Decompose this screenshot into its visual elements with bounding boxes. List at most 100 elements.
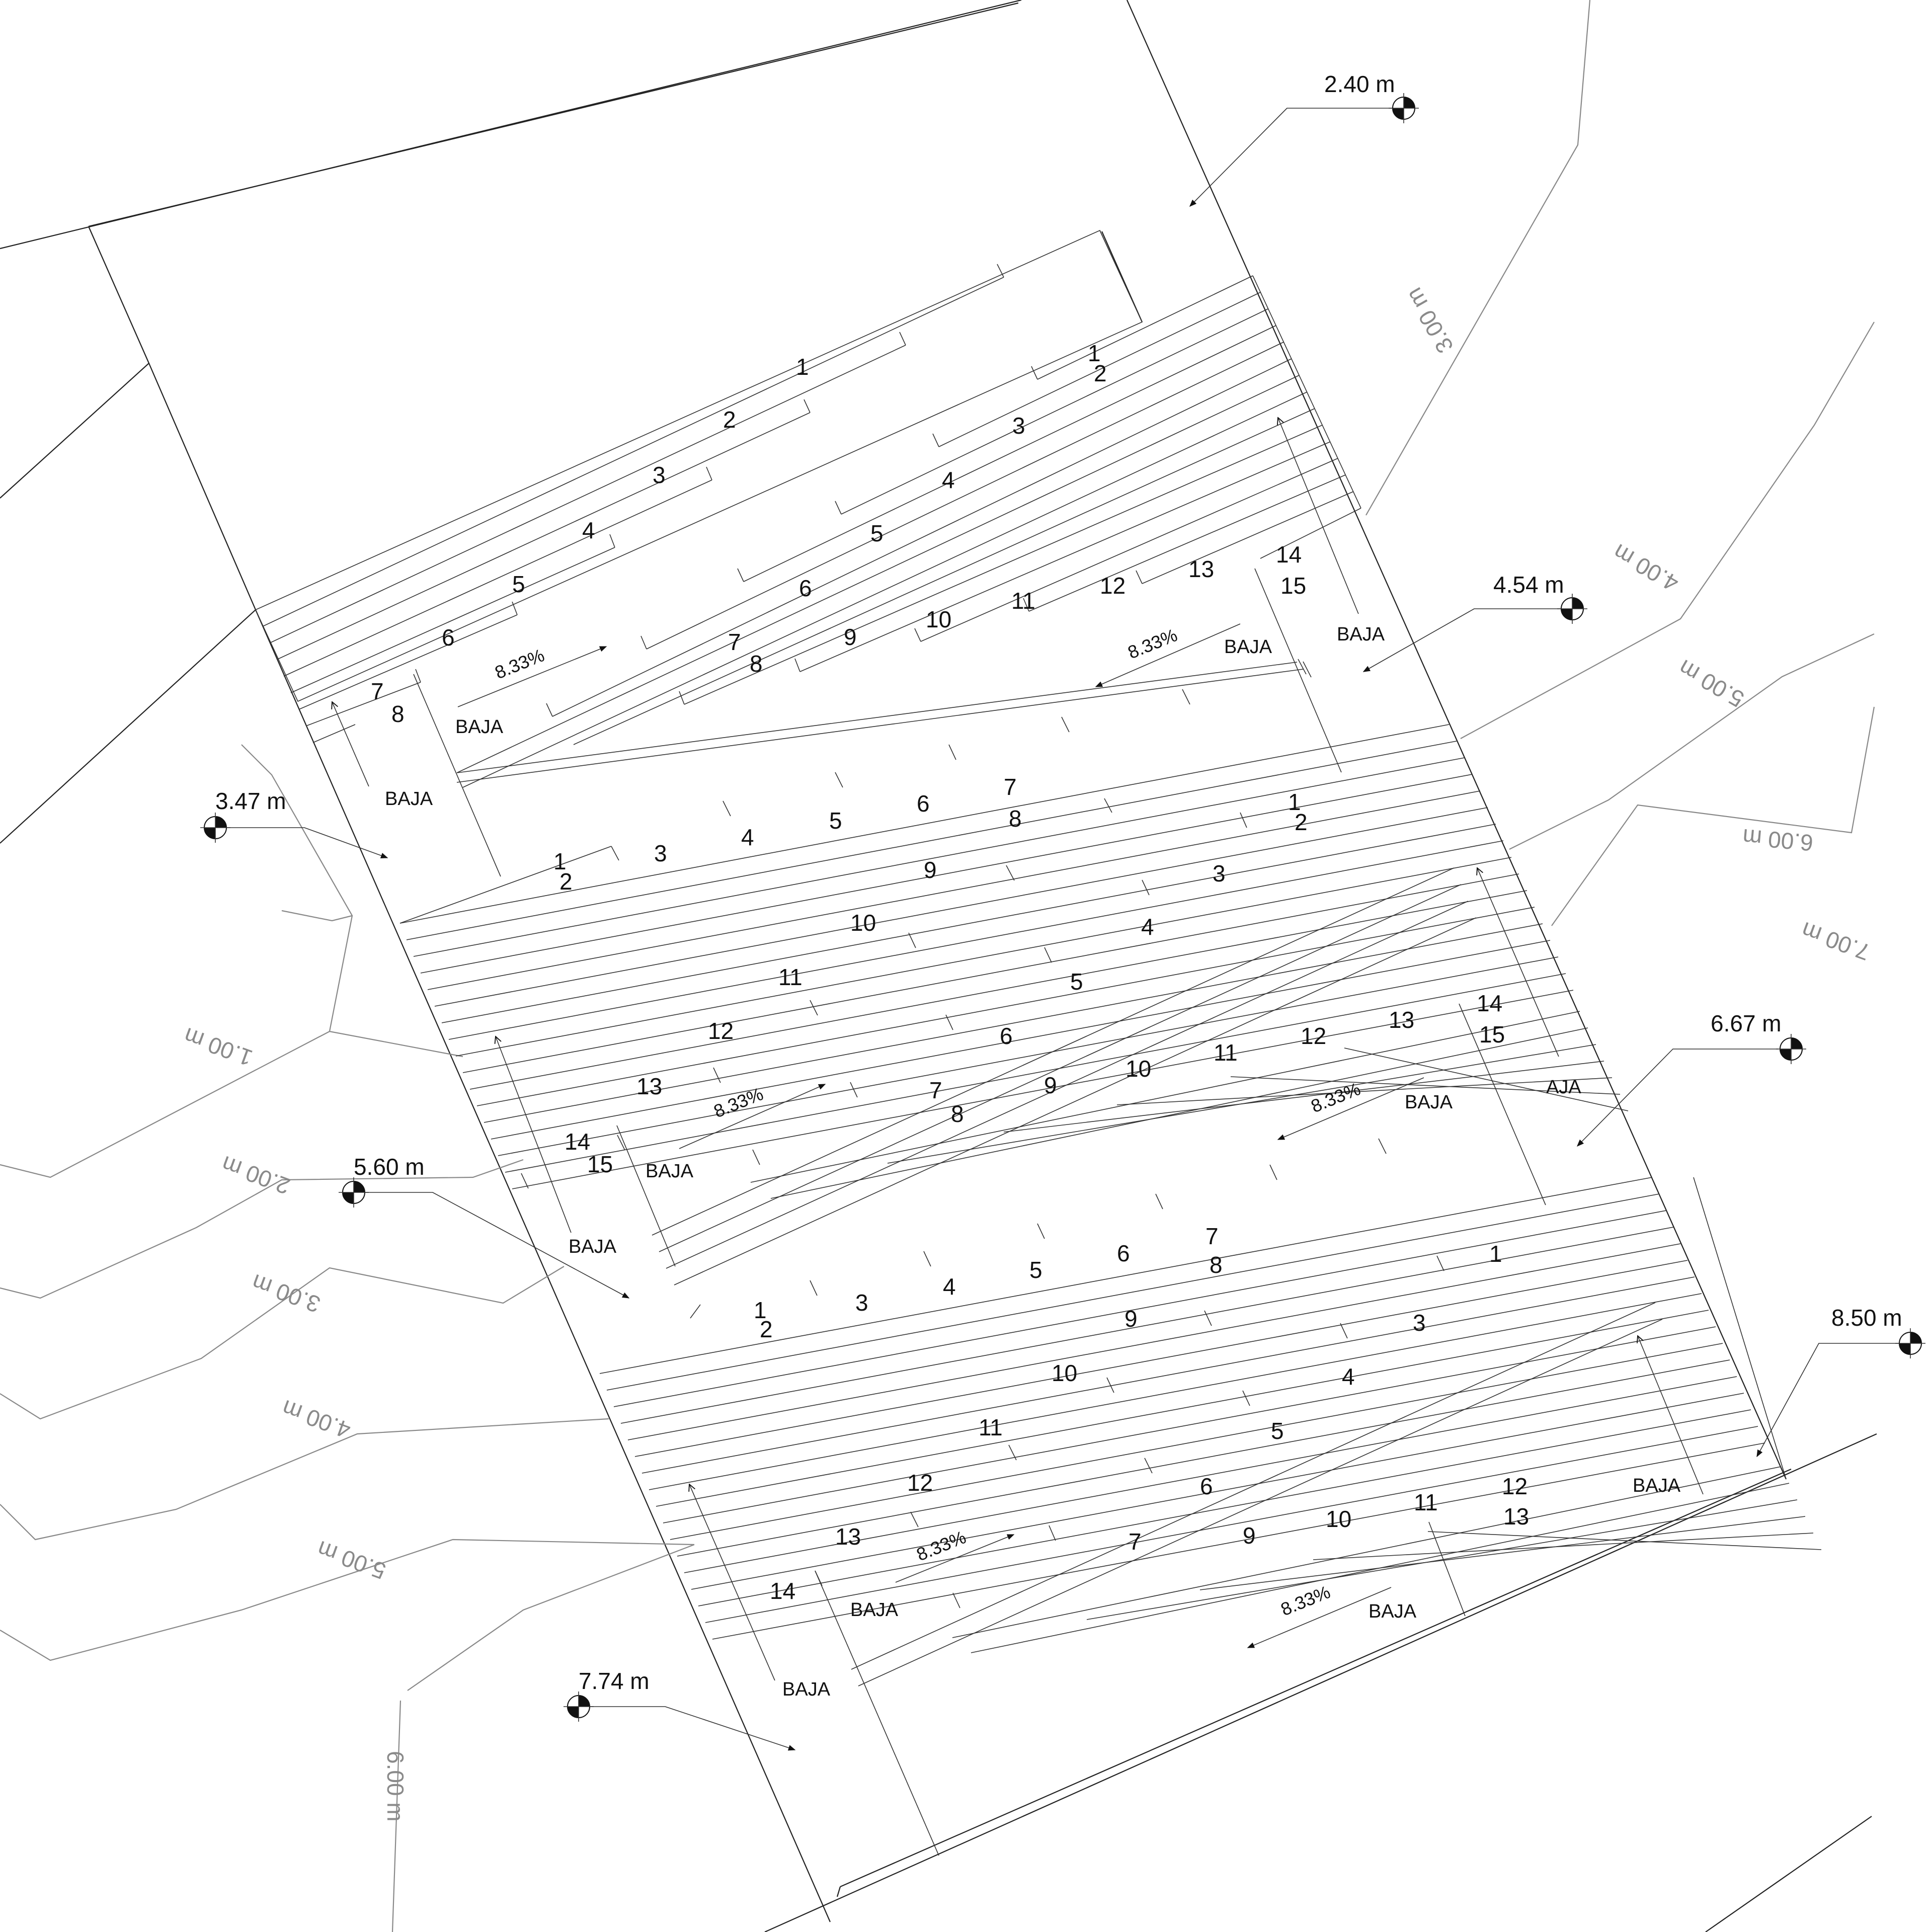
step-number: 7 xyxy=(929,1077,942,1103)
step-number: 5 xyxy=(512,571,525,597)
step-number: 6 xyxy=(917,790,930,817)
step-number: 7 xyxy=(1004,774,1017,800)
elevation-markers: 2.40 m 4.54 m 3.47 m 6.67 m xyxy=(200,71,1925,1751)
step-number: 9 xyxy=(1243,1522,1256,1549)
direction-arrows xyxy=(332,418,1704,1681)
contour-label-11: 6.00 m xyxy=(382,1751,409,1822)
slope-label: 8.33% xyxy=(1125,624,1180,663)
elevation-label-3: 3.47 m xyxy=(215,788,286,814)
step-number: 6 xyxy=(1117,1240,1130,1266)
step-number: 9 xyxy=(1124,1306,1138,1332)
step-number: 7 xyxy=(371,678,384,704)
step-number: 5 xyxy=(870,520,883,546)
contour-labels: 3.00 m 4.00 m 5.00 m 6.00 m 7.00 m 1.00 … xyxy=(180,283,1873,1821)
step-number: 8 xyxy=(750,651,763,677)
step-number: 3 xyxy=(855,1290,868,1316)
step-number: 10 xyxy=(1326,1506,1351,1532)
contour-label-6: 2.00 m xyxy=(218,1151,293,1200)
step-number: 3 xyxy=(1012,413,1025,439)
step-number: 15 xyxy=(1479,1021,1505,1048)
elevation-marker-3: 3.47 m xyxy=(200,788,388,858)
step-number: 1 xyxy=(553,848,567,874)
elevation-marker-6: 8.50 m xyxy=(1756,1305,1925,1458)
contour-label-5: 1.00 m xyxy=(180,1023,256,1072)
step-number: 6 xyxy=(799,575,812,601)
step-number: 9 xyxy=(1044,1072,1057,1098)
step-number: 8 xyxy=(1210,1252,1223,1278)
step-number: 2 xyxy=(1094,360,1107,386)
step-number: 7 xyxy=(1205,1223,1219,1249)
step-number: 12 xyxy=(1301,1023,1326,1049)
step-number: 12 xyxy=(708,1018,734,1044)
contour-label-4: 6.00 m xyxy=(1741,824,1814,856)
baja-label: BAJA xyxy=(385,788,433,810)
step-number: 4 xyxy=(582,517,595,543)
baja-label: BAJA xyxy=(1337,624,1385,645)
contour-label-1: 3.00 m xyxy=(1400,283,1458,358)
step-number: 9 xyxy=(924,857,937,883)
step-number: 12 xyxy=(907,1470,933,1496)
baja-label: BAJA xyxy=(1633,1475,1681,1496)
step-numbers: 1 2 3 4 5 6 7 8 1 2 3 4 5 6 7 8 9 10 11 … xyxy=(371,340,1529,1604)
elevation-label-7: 7.74 m xyxy=(579,1668,650,1694)
step-number: 2 xyxy=(723,407,736,433)
step-number: 1 xyxy=(1088,340,1101,366)
step-number: 2 xyxy=(559,868,573,895)
step-number: 12 xyxy=(1502,1473,1527,1499)
ramp-section-3 xyxy=(599,1138,1822,1856)
step-number: 1 xyxy=(1489,1241,1502,1267)
property-lines xyxy=(0,0,1877,1932)
slope-label: 8.33% xyxy=(711,1083,766,1121)
contour-label-3: 5.00 m xyxy=(1674,655,1748,712)
step-number: 13 xyxy=(1389,1007,1414,1033)
step-number: 4 xyxy=(943,1273,956,1300)
step-number: 11 xyxy=(778,964,802,990)
contour-label-8: 4.00 m xyxy=(278,1395,354,1444)
step-number: 12 xyxy=(1100,573,1125,599)
step-number: 1 xyxy=(1288,789,1301,815)
elevation-label-4: 6.67 m xyxy=(1711,1010,1782,1036)
baja-label: BAJA xyxy=(1224,636,1272,658)
ramp-labels: BAJA BAJA BAJA BAJA BAJA BAJA BAJA AJA B… xyxy=(385,624,1681,1700)
ramp-section-2 xyxy=(399,661,1629,1285)
step-number: 14 xyxy=(1477,990,1502,1016)
step-number: 14 xyxy=(565,1129,590,1155)
elevation-marker-7: 7.74 m xyxy=(564,1668,796,1751)
step-number: 5 xyxy=(829,808,842,834)
slope-label: 8.33% xyxy=(914,1526,969,1565)
baja-label: BAJA xyxy=(646,1161,694,1182)
elevation-marker-1: 2.40 m xyxy=(1189,71,1419,207)
step-number: 4 xyxy=(741,824,754,850)
step-number: 8 xyxy=(1009,806,1022,832)
elevation-label-1: 2.40 m xyxy=(1324,71,1395,97)
contour-label-9: 5.00 m xyxy=(313,1536,389,1585)
elevation-label-5: 5.60 m xyxy=(354,1154,425,1180)
step-number: 10 xyxy=(926,606,951,632)
step-number: 13 xyxy=(1188,556,1214,582)
step-number: 3 xyxy=(1213,860,1226,887)
step-number: 7 xyxy=(728,629,741,655)
elevation-marker-4: 6.67 m xyxy=(1576,1010,1806,1147)
ramp-section-1 xyxy=(255,229,1361,877)
step-number: 3 xyxy=(1413,1310,1426,1336)
elevation-label-2: 4.54 m xyxy=(1493,572,1564,598)
slope-label: 8.33% xyxy=(492,645,547,683)
step-number: 1 xyxy=(796,354,809,380)
step-number: 2 xyxy=(1295,809,1308,835)
step-number: 15 xyxy=(1280,573,1306,599)
step-number: 11 xyxy=(1011,588,1035,614)
step-number: 2 xyxy=(760,1316,773,1342)
baja-label: BAJA xyxy=(569,1236,617,1257)
step-number: 6 xyxy=(1000,1023,1013,1049)
step-number: 3 xyxy=(653,462,666,488)
baja-label: BAJA xyxy=(1405,1092,1453,1113)
step-number: 13 xyxy=(636,1073,662,1099)
step-number: 5 xyxy=(1271,1418,1284,1444)
step-number: 13 xyxy=(1503,1503,1529,1530)
step-number: 1 xyxy=(754,1297,767,1323)
step-number: 7 xyxy=(1129,1528,1142,1555)
step-number: 6 xyxy=(442,624,455,651)
elevation-label-6: 8.50 m xyxy=(1831,1305,1902,1331)
contour-label-7: 3.00 m xyxy=(248,1269,324,1318)
